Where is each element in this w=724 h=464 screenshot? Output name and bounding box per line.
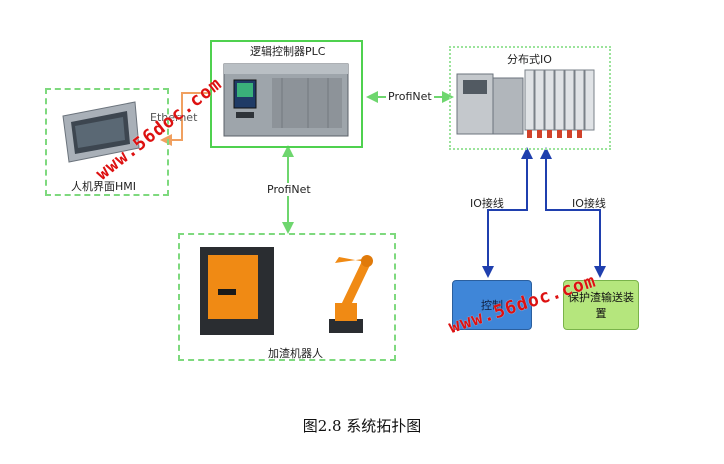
robot-arm-icon [329, 255, 373, 333]
conveyor-node: 保护渣输送装置 [563, 280, 639, 330]
io-frame: 分布式IO [449, 46, 611, 150]
plc-device-icon [223, 63, 349, 137]
plc-frame: 逻辑控制器PLC [210, 40, 363, 148]
profinet-right-label: ProfiNet [386, 90, 434, 103]
hmi-label: 人机界面HMI [71, 180, 137, 193]
figure-caption: 图2.8 系统拓扑图 [302, 417, 422, 435]
io-wire-conveyor-line [540, 147, 606, 278]
robot-frame: 加渣机器人 [178, 233, 396, 361]
plc-label: 逻辑控制器PLC [250, 45, 326, 58]
io-wire-left-label: IO接线 [470, 197, 504, 210]
io-wire-control-line [482, 147, 533, 278]
ethernet-hmi-plc-line [160, 92, 210, 146]
io-rack-icon [456, 69, 595, 138]
control-node: 控制 [452, 280, 532, 330]
io-label: 分布式IO [507, 53, 552, 66]
io-wire-right-label: IO接线 [572, 197, 606, 210]
control-label: 控制 [481, 299, 503, 312]
conveyor-label: 保护渣输送装置 [568, 291, 634, 320]
ethernet-label: Ethernet [150, 111, 198, 124]
hmi-frame: 人机界面HMI [45, 88, 169, 196]
hmi-panel-icon [62, 101, 140, 163]
profinet-down-label: ProfiNet [265, 183, 313, 196]
robot-label: 加渣机器人 [268, 347, 323, 360]
robot-cabinet-icon [200, 247, 274, 335]
